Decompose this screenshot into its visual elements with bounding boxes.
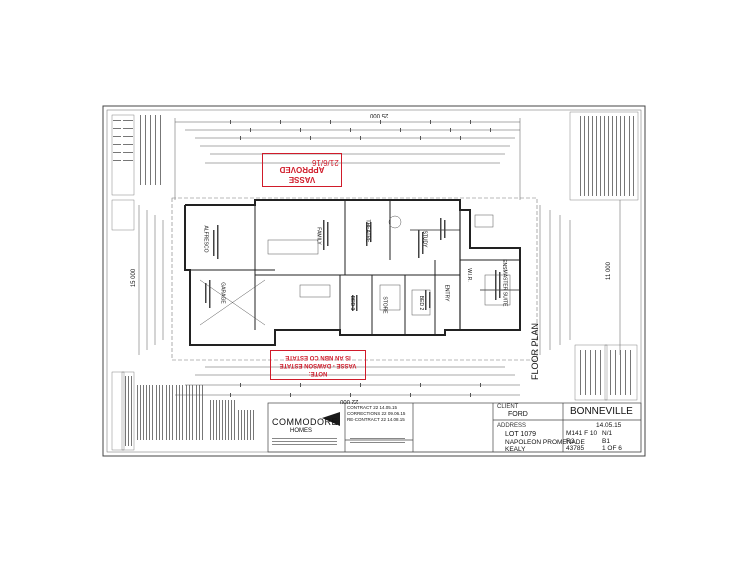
title-block-frame	[267, 402, 642, 453]
sheet-number: 1 OF 6	[602, 445, 622, 452]
room-bed-3: BED 3	[349, 295, 356, 311]
room-bed-2: BED 2	[418, 295, 425, 311]
dimension-left: 15 000	[131, 268, 138, 288]
design-name: BONNEVILLE	[570, 406, 633, 417]
job-date: 14.05.15	[596, 422, 622, 429]
room-store: STORE	[381, 296, 388, 314]
builder-logo-mark	[322, 412, 340, 426]
dimension-bottom: 22 000	[340, 398, 359, 404]
room-master-suite: MASTER SUITE	[501, 269, 508, 307]
address-line2: NAPOLEON PROMENADE	[505, 439, 585, 446]
revision-row: CORRECTIONS 22 09.06.15	[347, 411, 406, 416]
job-scale: N/1	[602, 430, 613, 437]
address-line3: KEALY	[505, 446, 526, 453]
dimension-top: 25 000	[370, 112, 389, 118]
dimension-lines	[138, 118, 621, 396]
client-value: FORD	[508, 411, 528, 418]
room-theatre: THEATRE	[364, 219, 371, 243]
house-walls	[184, 199, 521, 346]
job-revision: R3	[566, 438, 575, 445]
job-code: M141 F 10	[566, 430, 598, 437]
revision-row: CONTRACT 22 14.05.15	[347, 405, 397, 410]
drawing-title: FLOOR PLAN	[530, 322, 540, 380]
address-line1: LOT 1079	[505, 431, 537, 438]
revisions-table: CONTRACT 22 14.05.15 CORRECTIONS 22 09.0…	[347, 405, 411, 423]
nbn-note-stamp: NOTE: VASSE - DAWSON ESTATE IS AN NBN CO…	[270, 350, 366, 380]
room-wir: W.I.R.	[465, 268, 472, 282]
nbn-note-line3: IS AN NBN CO ESTATE	[285, 354, 351, 360]
address-label: ADDRESS	[497, 423, 527, 429]
job-number: 43785	[566, 445, 585, 452]
nbn-note-line2: VASSE - DAWSON ESTATE	[279, 362, 357, 368]
revision-row: RE-CONTRACT 22 14.08.15	[347, 417, 405, 422]
client-label: CLIENT	[497, 404, 519, 410]
approval-stamp-line1: VASSE	[288, 175, 316, 184]
room-family: FAMILY	[315, 227, 322, 245]
nbn-note-line1: NOTE:	[308, 370, 328, 376]
dimension-right: 11 000	[605, 262, 612, 280]
job-size: B1	[602, 438, 610, 445]
right-notes-block	[569, 111, 639, 401]
left-notes-block	[111, 114, 135, 451]
room-alfresco: ALFRESCO	[202, 225, 209, 253]
room-study: STUDY	[421, 230, 428, 248]
room-garage: GARAGE	[219, 282, 226, 304]
builder-subname: HOMES	[290, 428, 313, 434]
builder-name: COMMODORE	[272, 417, 338, 427]
room-entry: ENTRY	[443, 284, 450, 302]
approval-date: 21/6/16	[312, 158, 339, 167]
room-ensuite: ENS.	[500, 259, 507, 271]
